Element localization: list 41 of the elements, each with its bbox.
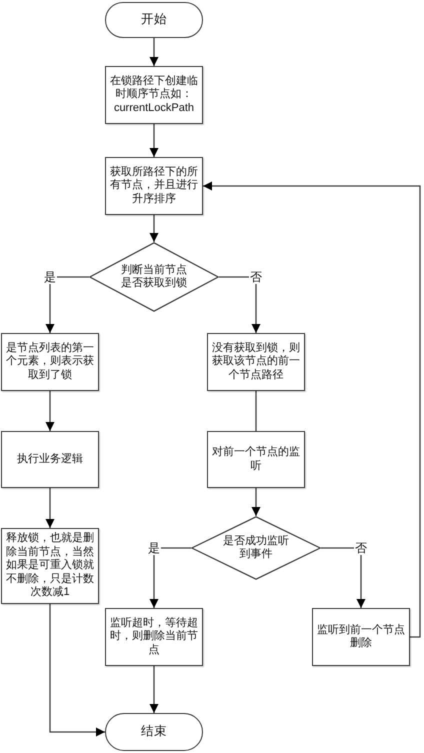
process-box bbox=[312, 608, 410, 666]
step-text: 获取所路径下的所有节点，并且进行升序排序 bbox=[109, 166, 199, 206]
step-text: 监听超时，等待超时，则删除当前节点 bbox=[109, 616, 199, 658]
step-text: 没有获取到锁，则获取该节点的前一个节点路径 bbox=[211, 342, 301, 382]
step-text: 释放锁，也就是删除当前节点，当然如果是可重入锁就不删除，只是计数次数减1 bbox=[5, 532, 95, 600]
arrow bbox=[203, 182, 421, 638]
terminal-pill bbox=[105, 713, 203, 751]
step-text: 在锁路径下创建临时顺序节点如：currentLockPath bbox=[109, 74, 199, 116]
arrow bbox=[252, 488, 260, 516]
step-text: 对前一个节点的监听 bbox=[211, 446, 301, 473]
process-box bbox=[1, 333, 99, 391]
terminal-text: 开始 bbox=[141, 12, 167, 28]
arrow bbox=[321, 547, 366, 608]
arrow bbox=[150, 124, 158, 157]
arrow bbox=[46, 391, 54, 431]
process-box bbox=[1, 431, 99, 488]
arrow bbox=[150, 38, 158, 66]
decision-diamond bbox=[89, 242, 219, 312]
step-text: 是节点列表的第一个元素，则表示获取到了锁 bbox=[5, 342, 95, 382]
process-box bbox=[105, 157, 203, 215]
edge-label: 否 bbox=[354, 541, 368, 555]
arrow bbox=[150, 666, 158, 713]
edge-label: 是 bbox=[147, 541, 161, 555]
arrow bbox=[49, 604, 105, 736]
step-text: 监听到前一个节点删除 bbox=[316, 624, 406, 650]
process-box bbox=[105, 608, 203, 666]
decision-text: 是否成功监听到事件 bbox=[222, 534, 290, 562]
process-box bbox=[207, 333, 305, 391]
edge-label: 是 bbox=[43, 270, 57, 284]
terminal-text: 结束 bbox=[141, 724, 167, 740]
step-text: 执行业务逻辑 bbox=[17, 452, 83, 466]
arrow bbox=[219, 276, 260, 333]
connector-line bbox=[255, 391, 257, 431]
process-box bbox=[105, 66, 203, 124]
decision-text: 判断当前节点是否获取到锁 bbox=[120, 264, 188, 290]
process-box bbox=[207, 431, 305, 488]
terminal-pill bbox=[105, 2, 203, 38]
arrow bbox=[150, 215, 158, 242]
edge-label: 否 bbox=[249, 270, 263, 284]
arrow bbox=[46, 488, 54, 528]
decision-diamond bbox=[191, 516, 321, 580]
